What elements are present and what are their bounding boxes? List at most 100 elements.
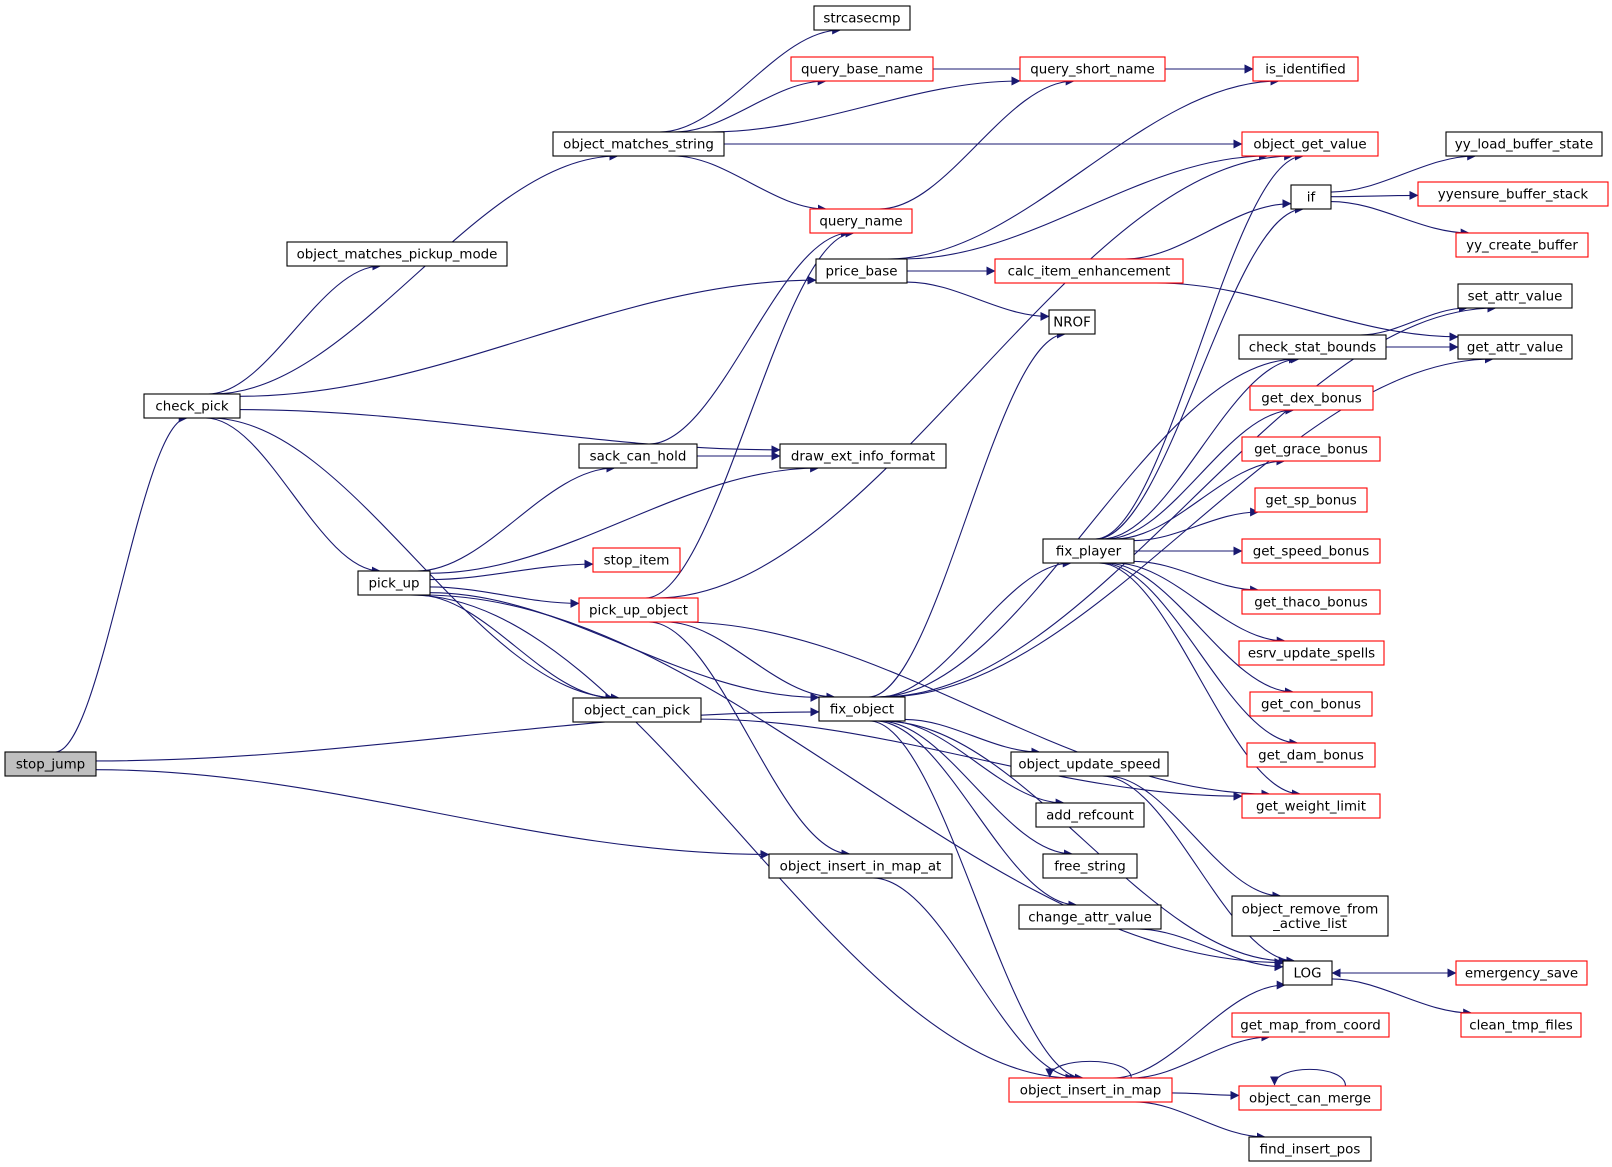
node-change-attr-value[interactable]: change_attr_value xyxy=(1018,904,1162,930)
node-label: fix_player xyxy=(1056,545,1122,560)
node-get-dam-bonus[interactable]: get_dam_bonus xyxy=(1246,742,1376,768)
node-object-insert-in-map-at[interactable]: object_insert_in_map_at xyxy=(768,853,953,879)
node-label: query_base_name xyxy=(801,63,923,78)
node-label: get_grace_bonus xyxy=(1254,443,1368,458)
node-query-name[interactable]: query_name xyxy=(809,208,913,234)
node-get-con-bonus[interactable]: get_con_bonus xyxy=(1249,691,1373,717)
edge-check_pick-to-object_matches_pickup_mode xyxy=(208,261,382,395)
node-object-remove-from-active-list[interactable]: object_remove_from_active_list xyxy=(1231,895,1389,937)
edge-check_stat_bounds-to-set_attr_value xyxy=(1360,303,1468,336)
edge-pick_up-to-object_insert_in_map xyxy=(410,594,1075,1083)
edge-object_insert_in_map-to-LOG xyxy=(1112,980,1286,1079)
node-fix-object[interactable]: fix_object xyxy=(818,696,906,722)
node-label: stop_jump xyxy=(16,758,85,773)
node-label: yyensure_buffer_stack xyxy=(1438,188,1589,203)
node-box xyxy=(1460,1012,1582,1038)
node-object-matches-string[interactable]: object_matches_string xyxy=(552,131,725,157)
edge-fix_player-to-object_get_value xyxy=(1095,151,1304,540)
node-yyensure-buffer-stack[interactable]: yyensure_buffer_stack xyxy=(1417,181,1609,207)
edge-change_attr_value-to-LOG xyxy=(1136,928,1284,972)
node-stop-jump[interactable]: stop_jump xyxy=(4,751,97,777)
node-box xyxy=(1417,181,1609,207)
node-check-stat-bounds[interactable]: check_stat_bounds xyxy=(1238,334,1387,360)
node-pick-up[interactable]: pick_up xyxy=(357,570,431,596)
node-sack-can-hold[interactable]: sack_can_hold xyxy=(578,443,698,469)
node-label: get_map_from_coord xyxy=(1240,1019,1381,1034)
edge-pick_up-to-stop_item xyxy=(429,559,594,581)
node-box xyxy=(1048,309,1096,335)
node-box xyxy=(790,56,934,82)
node-object-can-pick[interactable]: object_can_pick xyxy=(572,697,702,723)
node-object-can-merge[interactable]: object_can_merge xyxy=(1238,1085,1382,1111)
node-get-weight-limit[interactable]: get_weight_limit xyxy=(1241,793,1381,819)
node-get-sp-bonus[interactable]: get_sp_bonus xyxy=(1254,487,1368,513)
edge-fix_object-to-get_attr_value xyxy=(883,354,1494,698)
edge-stop_jump-to-fix_object xyxy=(95,707,820,762)
node-label: change_attr_value xyxy=(1028,911,1151,926)
node-object-update-speed[interactable]: object_update_speed xyxy=(1010,751,1169,777)
node-set-attr-value[interactable]: set_attr_value xyxy=(1457,283,1573,309)
node-query-short-name[interactable]: query_short_name xyxy=(1019,56,1166,82)
node-pick-up-object[interactable]: pick_up_object xyxy=(578,597,699,623)
edge-object_matches_string-to-query_short_name xyxy=(711,76,1021,133)
node-box xyxy=(1457,283,1573,309)
node-get-attr-value[interactable]: get_attr_value xyxy=(1457,334,1573,360)
edge-stop_jump-to-object_insert_in_map_at xyxy=(95,769,770,859)
node-yy-load-buffer-state[interactable]: yy_load_buffer_state xyxy=(1445,131,1603,157)
edge-fix_player-to-get_dam_bonus xyxy=(1101,562,1299,748)
node-query-base-name[interactable]: query_base_name xyxy=(790,56,934,82)
nodes-layer: stop_jump check_pick object_matches_pickup… xyxy=(4,5,1609,1162)
node-emergency-save[interactable]: emergency_save xyxy=(1455,960,1588,986)
node-price-base[interactable]: price_base xyxy=(815,258,908,284)
node-box xyxy=(1035,802,1145,828)
node-box xyxy=(1252,56,1359,82)
node-if[interactable]: if xyxy=(1290,184,1332,210)
node-NROF[interactable]: NROF xyxy=(1048,309,1096,335)
edge-check_pick-to-draw_ext_info_format xyxy=(239,409,781,455)
node-LOG[interactable]: LOG xyxy=(1282,960,1333,986)
node-yy-create-buffer[interactable]: yy_create_buffer xyxy=(1455,232,1589,258)
edge-calc_item_enhancement-to-if xyxy=(1124,199,1292,260)
node-calc-item-enhancement[interactable]: calc_item_enhancement xyxy=(994,258,1184,284)
node-find-insert-pos[interactable]: find_insert_pos xyxy=(1248,1136,1372,1162)
node-is-identified[interactable]: is_identified xyxy=(1252,56,1359,82)
edge-pick_up_object-to-object_insert_in_map_at xyxy=(648,621,851,859)
node-esrv-update-spells[interactable]: esrv_update_spells xyxy=(1238,640,1385,666)
node-free-string[interactable]: free_string xyxy=(1042,853,1138,879)
edge-fix_player-to-get_weight_limit xyxy=(1098,562,1301,799)
node-get-dex-bonus[interactable]: get_dex_bonus xyxy=(1249,385,1374,411)
node-label: object_get_value xyxy=(1253,138,1366,153)
node-label: NROF xyxy=(1053,316,1091,331)
node-strcasecmp[interactable]: strcasecmp xyxy=(813,5,911,31)
node-stop-item[interactable]: stop_item xyxy=(592,547,681,573)
node-box xyxy=(1238,1085,1382,1111)
node-box xyxy=(1231,1012,1390,1038)
node-label: get_weight_limit xyxy=(1256,800,1366,815)
node-object-get-value[interactable]: object_get_value xyxy=(1241,131,1379,157)
node-get-grace-bonus[interactable]: get_grace_bonus xyxy=(1241,436,1381,462)
node-fix-player[interactable]: fix_player xyxy=(1042,538,1135,564)
edge-object_update_speed-to-LOG xyxy=(1102,775,1296,966)
node-label: get_sp_bonus xyxy=(1265,494,1357,509)
node-label: draw_ext_info_format xyxy=(791,450,935,465)
node-get-thaco-bonus[interactable]: get_thaco_bonus xyxy=(1241,589,1381,615)
node-label: object_can_merge xyxy=(1249,1092,1371,1107)
node-object-matches-pickup-mode[interactable]: object_matches_pickup_mode xyxy=(286,241,508,267)
edge-object_matches_string-to-query_name xyxy=(673,155,827,214)
node-get-speed-bonus[interactable]: get_speed_bonus xyxy=(1241,538,1381,564)
edge-pick_up-to-object_can_pick xyxy=(416,594,615,703)
node-clean-tmp-files[interactable]: clean_tmp_files xyxy=(1460,1012,1582,1038)
node-box xyxy=(815,258,908,284)
edge-fix_object-to-fix_player xyxy=(879,558,1072,698)
edge-object_matches_string-to-strcasecmp xyxy=(659,25,842,133)
edge-fix_player-to-get_dex_bonus xyxy=(1105,405,1295,540)
node-check-pick[interactable]: check_pick xyxy=(143,393,241,419)
edge-LOG-to-clean_tmp_files xyxy=(1331,978,1473,1018)
node-add-refcount[interactable]: add_refcount xyxy=(1035,802,1145,828)
node-label: sack_can_hold xyxy=(590,450,687,465)
node-get-map-from-coord[interactable]: get_map_from_coord xyxy=(1231,1012,1390,1038)
node-draw-ext-info-format[interactable]: draw_ext_info_format xyxy=(779,443,947,469)
node-object-insert-in-map[interactable]: object_insert_in_map xyxy=(1008,1077,1173,1103)
edge-fix_player-to-get_sp_bonus xyxy=(1133,507,1260,542)
node-label: get_attr_value xyxy=(1467,341,1563,356)
